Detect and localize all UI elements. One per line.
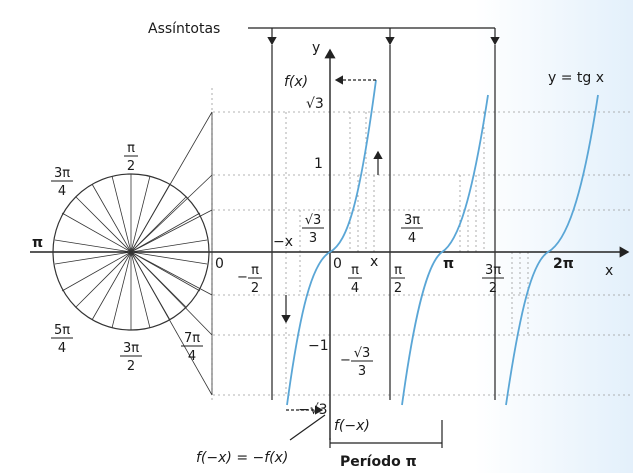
asymptote-bracket xyxy=(248,27,500,46)
fraction-pi-over-2-axis: π2 xyxy=(391,263,405,296)
fraction-denominator: 2 xyxy=(251,281,259,296)
fraction-denominator: 4 xyxy=(58,184,66,199)
branch-3 xyxy=(505,94,599,406)
identity-label: f(−x) = −f(x) xyxy=(196,450,288,466)
fraction-numerator: 3π xyxy=(123,341,139,356)
fraction-3pi-over-2-axis: 3π2 xyxy=(482,263,504,296)
zero-origin-label: 0 xyxy=(333,256,342,272)
fraction-sign: − xyxy=(340,353,351,368)
x-axis-label: x xyxy=(605,263,613,279)
fraction-denominator: 3 xyxy=(358,364,366,379)
fraction-denominator: 4 xyxy=(58,341,66,356)
fraction-denominator: 4 xyxy=(351,281,359,296)
asymptotes xyxy=(271,45,496,400)
fraction-numerator: π xyxy=(394,263,402,278)
fraction-pi-over-2-circle: π2 xyxy=(124,141,138,174)
fraction-5pi-over-4-circle: 5π4 xyxy=(51,323,73,356)
fraction-3pi-over-2-circle: 3π2 xyxy=(120,341,142,374)
pi-axis-label: π xyxy=(443,256,454,272)
fraction-pi-over-4: π4 xyxy=(348,263,362,296)
two-pi-label: 2π xyxy=(553,256,574,272)
projection-rays xyxy=(130,111,213,396)
fraction-minus-sqrt3-over-3: −√3 3 xyxy=(340,346,373,379)
horizontal-grid xyxy=(213,111,630,396)
fraction-denominator: 2 xyxy=(394,281,402,296)
fraction-3pi-over-4-circle: 3π4 xyxy=(51,166,73,199)
fraction-numerator: 3π xyxy=(54,166,70,181)
fraction-sqrt3-over-3: √33 xyxy=(302,213,324,246)
fmx-label: f(−x) xyxy=(334,418,370,434)
tangent-curves xyxy=(286,79,599,406)
fraction-sign: − xyxy=(237,270,248,285)
zero-left-label: 0 xyxy=(215,256,224,272)
minus-x-label: −x xyxy=(273,234,293,250)
pi-left-label: π xyxy=(32,235,43,251)
fraction-numerator: π xyxy=(351,263,359,278)
sqrt3-label: √3 xyxy=(306,96,324,112)
asymptotes-label: Assíntotas xyxy=(148,21,220,37)
identity-arrow xyxy=(289,414,326,441)
x-mark-label: x xyxy=(370,254,378,270)
fraction-numerator: 5π xyxy=(54,323,70,338)
one-label: 1 xyxy=(314,156,323,172)
fraction-numerator: √3 xyxy=(305,213,322,228)
minus-one-label: −1 xyxy=(308,338,329,354)
fraction-numerator: π xyxy=(251,263,259,278)
y-axis-label: y xyxy=(312,40,320,56)
fraction-denominator: 4 xyxy=(408,231,416,246)
fx-label: f(x) xyxy=(284,74,308,90)
period-label: Período π xyxy=(340,454,417,470)
fraction-numerator: 7π xyxy=(184,331,200,346)
fraction-numerator: 3π xyxy=(485,263,501,278)
branch-2 xyxy=(401,94,489,406)
function-label: y = tg x xyxy=(548,70,604,86)
fraction-denominator: 2 xyxy=(127,359,135,374)
period-bracket xyxy=(329,420,443,448)
fraction-denominator: 3 xyxy=(309,231,317,246)
fraction-numerator: √3 xyxy=(354,346,371,361)
fraction-7pi-over-4-circle: 7π4 xyxy=(181,331,203,364)
fraction-numerator: 3π xyxy=(404,213,420,228)
fraction-denominator: 2 xyxy=(489,281,497,296)
minus-sqrt3-label: −√3 xyxy=(298,402,328,418)
fraction-denominator: 2 xyxy=(127,159,135,174)
fraction-numerator: π xyxy=(127,141,135,156)
fraction-denominator: 4 xyxy=(188,349,196,364)
fraction-3pi-over-4-axis: 3π4 xyxy=(401,213,423,246)
branch-1 xyxy=(286,79,377,406)
fraction-minus-pi-over-2: −π 2 xyxy=(237,263,262,296)
